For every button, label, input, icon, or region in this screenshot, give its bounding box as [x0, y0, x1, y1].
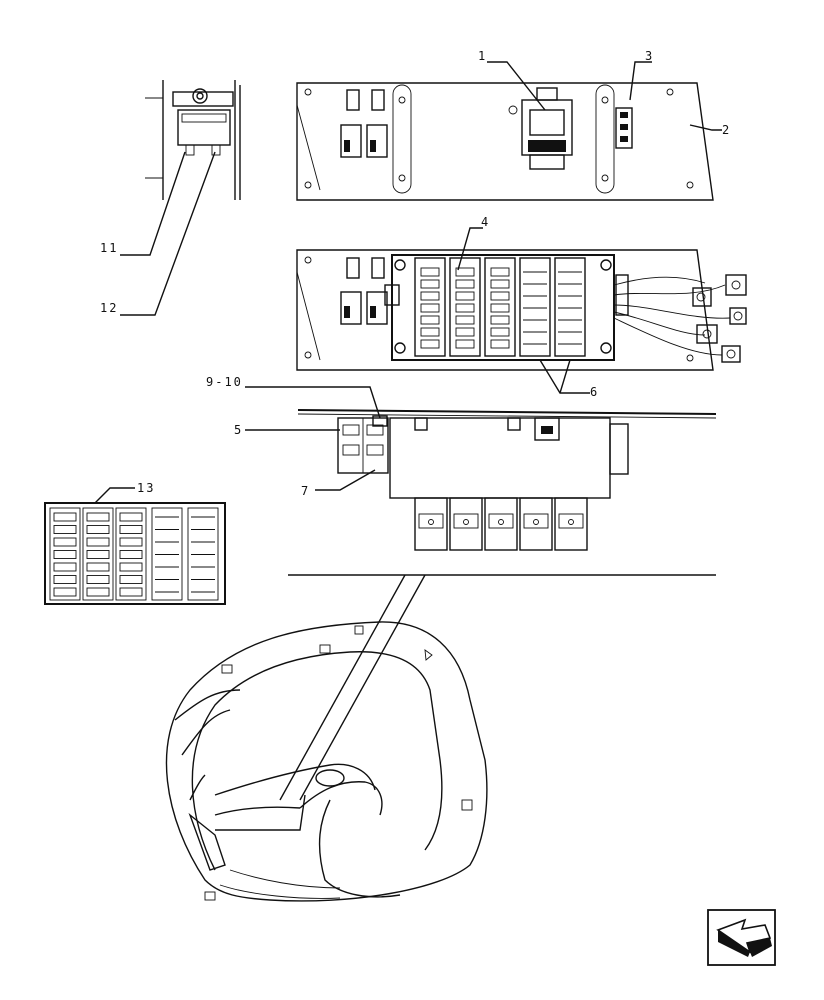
panel-fuse-slot: [53, 562, 77, 572]
callout-5: 5: [234, 423, 243, 437]
fuse-slot: [455, 267, 475, 277]
callout-6: 6: [590, 385, 599, 399]
callout-2: 2: [722, 123, 731, 137]
callout-1: 1: [478, 49, 487, 63]
fuse-slot: [420, 315, 440, 325]
side-module-clip: [488, 513, 514, 529]
callout-13: 13: [137, 481, 155, 495]
panel-fuse-slot: [119, 587, 143, 597]
callout-3: 3: [645, 49, 654, 63]
top-mounting-plate: [296, 82, 714, 201]
side-module: [449, 497, 483, 551]
panel-column: [151, 507, 183, 601]
callout-9-10: 9-10: [206, 375, 243, 389]
panel-fuse-slot: [86, 587, 110, 597]
side-module-clip: [558, 513, 584, 529]
cab-illustration: [165, 621, 488, 902]
side-module: [414, 497, 448, 551]
side-module-clip: [453, 513, 479, 529]
callout-7: 7: [301, 484, 310, 498]
fuse-column: [519, 257, 551, 357]
side-module-pin: [428, 519, 434, 525]
arrow-left-down-icon[interactable]: [707, 909, 776, 966]
side-module-pin: [568, 519, 574, 525]
callout-leaders: [94, 61, 722, 504]
panel-column: [82, 507, 114, 601]
panel-fuse-slot: [86, 512, 110, 522]
fuse-column: [484, 257, 516, 357]
fuse-slot: [420, 291, 440, 301]
panel-column: [49, 507, 81, 601]
fuse-slot: [420, 279, 440, 289]
panel-fuse-slot: [53, 537, 77, 547]
panel-fuse-slot: [119, 525, 143, 534]
panel-fuse-slot: [53, 512, 77, 522]
fuse-column: [554, 257, 586, 357]
fuse-panel-13: [44, 502, 226, 605]
side-module-pin: [498, 519, 504, 525]
panel-fuse-slot: [53, 525, 77, 534]
side-module-clip: [418, 513, 444, 529]
fuse-slot: [455, 303, 475, 313]
callout-4: 4: [481, 215, 490, 229]
side-module-clip: [523, 513, 549, 529]
fuse-slot: [420, 303, 440, 313]
panel-fuse-slot: [119, 550, 143, 559]
fuse-slot: [455, 339, 475, 349]
fuse-slot: [490, 303, 510, 313]
fuse-slot: [455, 327, 475, 337]
leader-cab-b: [299, 574, 426, 801]
panel-fuse-slot: [53, 587, 77, 597]
panel-fuse-slot: [53, 550, 77, 559]
panel-fuse-slot: [119, 512, 143, 522]
panel-fuse-slot: [86, 575, 110, 584]
fuse-slot: [490, 291, 510, 301]
fuse-slot: [420, 339, 440, 349]
panel-column: [115, 507, 147, 601]
panel-fuse-slot: [119, 575, 143, 584]
side-module-pin: [533, 519, 539, 525]
side-module: [484, 497, 518, 551]
side-module: [554, 497, 588, 551]
fuse-column: [414, 257, 446, 357]
fuse-slot: [490, 315, 510, 325]
panel-fuse-slot: [86, 537, 110, 547]
fuse-slot: [490, 267, 510, 277]
panel-fuse-slot: [53, 575, 77, 584]
fuse-column: [449, 257, 481, 357]
callout-12: 12: [100, 301, 118, 315]
callout-11: 11: [100, 241, 118, 255]
fuse-slot: [455, 291, 475, 301]
panel-fuse-slot: [86, 550, 110, 559]
leader-cab-a: [279, 574, 406, 801]
fusebox-plate: [296, 249, 747, 371]
fuse-slot: [420, 267, 440, 277]
fuse-slot: [490, 279, 510, 289]
fuse-slot: [420, 327, 440, 337]
fuse-slot: [490, 339, 510, 349]
panel-fuse-slot: [86, 562, 110, 572]
side-module: [519, 497, 553, 551]
fuse-slot: [455, 279, 475, 289]
side-bracket-view: [145, 80, 241, 200]
panel-column: [187, 507, 219, 601]
panel-fuse-slot: [86, 525, 110, 534]
panel-fuse-slot: [119, 537, 143, 547]
panel-fuse-slot: [119, 562, 143, 572]
fuse-slot: [455, 315, 475, 325]
side-module-pin: [463, 519, 469, 525]
fuse-slot: [490, 327, 510, 337]
fusebox-side-view: [297, 409, 717, 551]
